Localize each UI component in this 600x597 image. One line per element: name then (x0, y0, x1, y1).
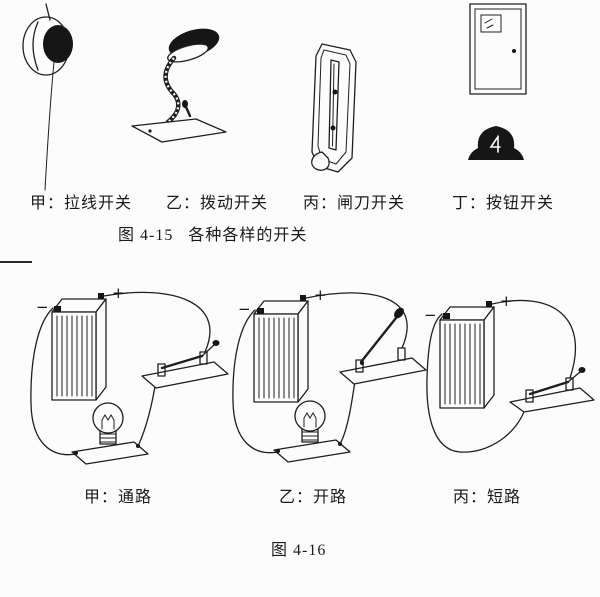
door-panel (469, 3, 527, 95)
push-button-switch-icon (468, 3, 527, 160)
battery-illustration: − + (424, 292, 513, 409)
bulb-illustration (273, 400, 351, 463)
circuit-closed-illustration: − + (30, 284, 229, 465)
lamp-shade (167, 28, 220, 63)
battery-minus-sign: − (36, 298, 49, 316)
lamp-base (131, 118, 227, 143)
lamp-gooseneck (163, 55, 181, 125)
wire (426, 313, 527, 453)
wire (491, 299, 576, 379)
switch-body (311, 43, 357, 173)
figure15-label-button: 丁：按钮开关 (452, 195, 555, 212)
battery-plus-sign: + (500, 292, 513, 310)
pull-cord (44, 61, 55, 191)
figure16-caption: 图 4-16 (271, 542, 327, 559)
battery-minus-sign: − (238, 300, 251, 318)
toggle-knob (182, 100, 192, 118)
figure15-label-knife: 丙：闸刀开关 (303, 195, 406, 212)
switch-knob (43, 3, 73, 63)
battery-plus-sign: + (314, 286, 327, 304)
figure15-caption: 图 4-15 各种各样的开关 (118, 227, 308, 244)
wire (138, 379, 157, 445)
knife-switch-open (339, 307, 427, 385)
figure16-label-open: 乙：开路 (279, 489, 348, 506)
battery-plus-sign: + (112, 284, 125, 302)
switch-handle (311, 151, 330, 171)
figure16-label-closed: 甲：通路 (84, 489, 153, 506)
bulb-illustration (71, 402, 149, 465)
figure15-label-pull: 甲：拉线开关 (30, 195, 133, 212)
toggle-switch-lamp-icon (131, 28, 227, 143)
circuit-short-illustration: − + (424, 292, 595, 453)
margin-mark (0, 261, 32, 263)
switch-blade (328, 59, 340, 151)
bell-button (468, 126, 524, 160)
battery-illustration: − + (36, 284, 125, 401)
door-knob-dot (512, 49, 516, 53)
wire (103, 291, 211, 353)
wire (232, 309, 279, 454)
figure15-label-toggle: 乙：拨动开关 (166, 195, 269, 212)
wire (305, 292, 408, 349)
figure16-label-short: 丙：短路 (453, 489, 522, 506)
knife-switch-closed (509, 367, 595, 413)
pull-cord-switch-icon (22, 3, 73, 191)
terminal-screws (330, 89, 338, 131)
knife-switch-icon (311, 43, 357, 173)
knife-switch-closed (141, 340, 229, 389)
wire (30, 307, 77, 456)
battery-illustration: − + (238, 286, 327, 403)
circuit-open-illustration: − + (232, 286, 427, 463)
battery-minus-sign: − (424, 306, 437, 324)
